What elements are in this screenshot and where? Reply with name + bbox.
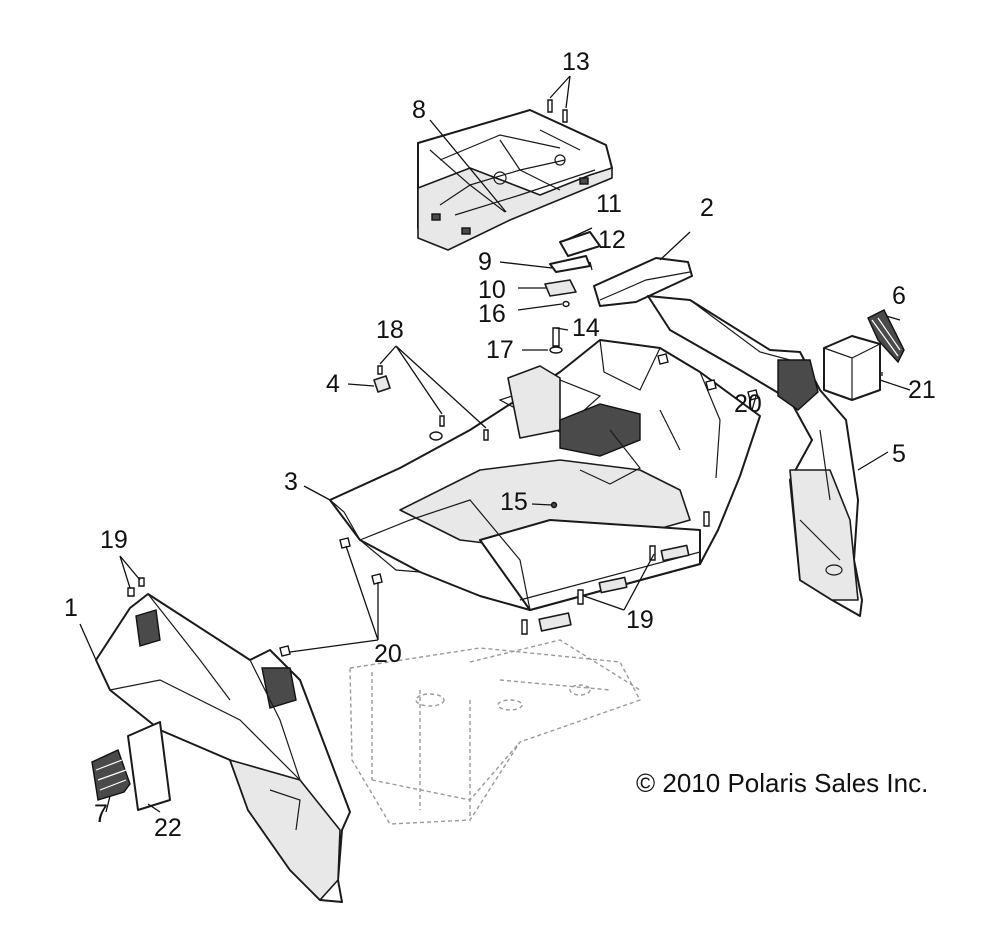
foam-block-part-21: [823, 335, 881, 401]
washer-part-17: [549, 346, 563, 354]
callout-22: 22: [154, 814, 182, 842]
callout-4: 4: [326, 370, 340, 398]
nut-part-16: [562, 300, 570, 308]
bracket-cover-part-2: [593, 257, 693, 307]
callout-2: 2: [700, 194, 714, 222]
screw-part-13: [547, 99, 568, 123]
right-side-panel-part-5: [647, 295, 863, 617]
callout-11: 11: [596, 190, 622, 218]
fasteners-part-18: [377, 365, 489, 441]
callout-17: 17: [486, 336, 514, 364]
fastener-part-14: [549, 327, 563, 354]
callout-7: 7: [94, 800, 108, 828]
frame-ghost: [349, 639, 641, 825]
callout-9: 9: [478, 248, 492, 276]
vent-grille-part-6: [867, 309, 905, 364]
bracket-part-10: [544, 279, 577, 297]
callout-19-right: 19: [626, 606, 654, 634]
copyright-notice: © 2010 Polaris Sales Inc.: [636, 768, 929, 798]
callout-20-left: 20: [374, 640, 402, 668]
callout-19-left: 19: [100, 526, 128, 554]
callout-14: 14: [572, 314, 600, 342]
clips-part-20: [279, 353, 759, 657]
fasteners-part-19-left: [127, 577, 145, 597]
plate-part-9: [549, 255, 591, 273]
callout-12: 12: [598, 226, 626, 254]
callout-10: 10: [478, 276, 506, 304]
callout-13: 13: [562, 48, 590, 76]
bumper-part-4: [373, 375, 391, 393]
callout-5: 5: [892, 440, 906, 468]
callout-20-right: 20: [734, 390, 762, 418]
left-side-panel-part-1: [95, 593, 351, 903]
foam-pad-part-22: [127, 721, 171, 811]
leader-lines: [79, 75, 911, 813]
callout-21: 21: [908, 376, 936, 404]
cargo-mat-part-8: [417, 109, 613, 251]
vent-grille-part-7: [91, 749, 131, 801]
latch-hardware: [544, 231, 601, 308]
callout-16: 16: [478, 300, 506, 328]
latch-part-11: [559, 231, 601, 257]
callout-6: 6: [892, 282, 906, 310]
callout-18: 18: [376, 316, 404, 344]
callout-3: 3: [284, 468, 298, 496]
rivet-part-15: [550, 501, 558, 509]
callout-1: 1: [64, 594, 78, 622]
callout-8: 8: [412, 96, 426, 124]
cargo-box-part-3: [329, 339, 761, 632]
fasteners-part-19-right: [521, 511, 710, 635]
callout-15: 15: [500, 488, 528, 516]
